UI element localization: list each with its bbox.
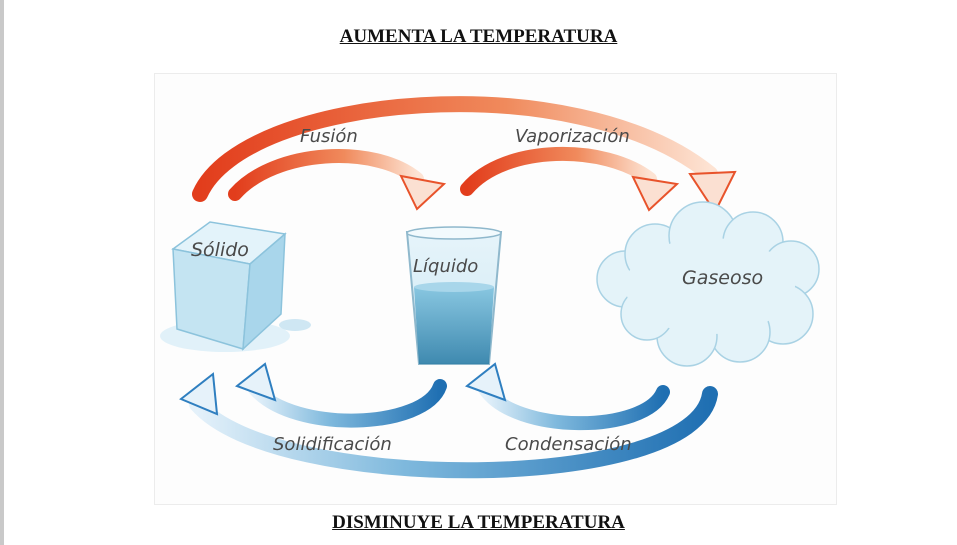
liquid-label: Líquido (413, 256, 478, 277)
arrow-vaporization (467, 154, 677, 210)
solid-label: Sólido (191, 239, 249, 261)
glass-of-water-illustration (407, 227, 501, 364)
arrow-solidification (237, 364, 440, 421)
states-of-matter-diagram: Sólido Líquido Gaseoso Fusión Vaporizaci… (154, 73, 837, 505)
solidification-label: Solidificación (273, 434, 392, 455)
bottom-heading: DISMINUYE LA TEMPERATURA (0, 512, 957, 534)
arrow-fusion (235, 156, 444, 209)
gas-label: Gaseoso (682, 267, 763, 289)
arrow-condensation (467, 364, 663, 423)
window-edge (0, 0, 4, 545)
diagram-svg: Sólido Líquido Gaseoso Fusión Vaporizaci… (155, 74, 836, 504)
top-heading: AUMENTA LA TEMPERATURA (0, 26, 957, 48)
condensation-label: Condensación (505, 434, 632, 455)
fusion-label: Fusión (300, 126, 358, 147)
vaporization-label: Vaporización (515, 126, 630, 147)
